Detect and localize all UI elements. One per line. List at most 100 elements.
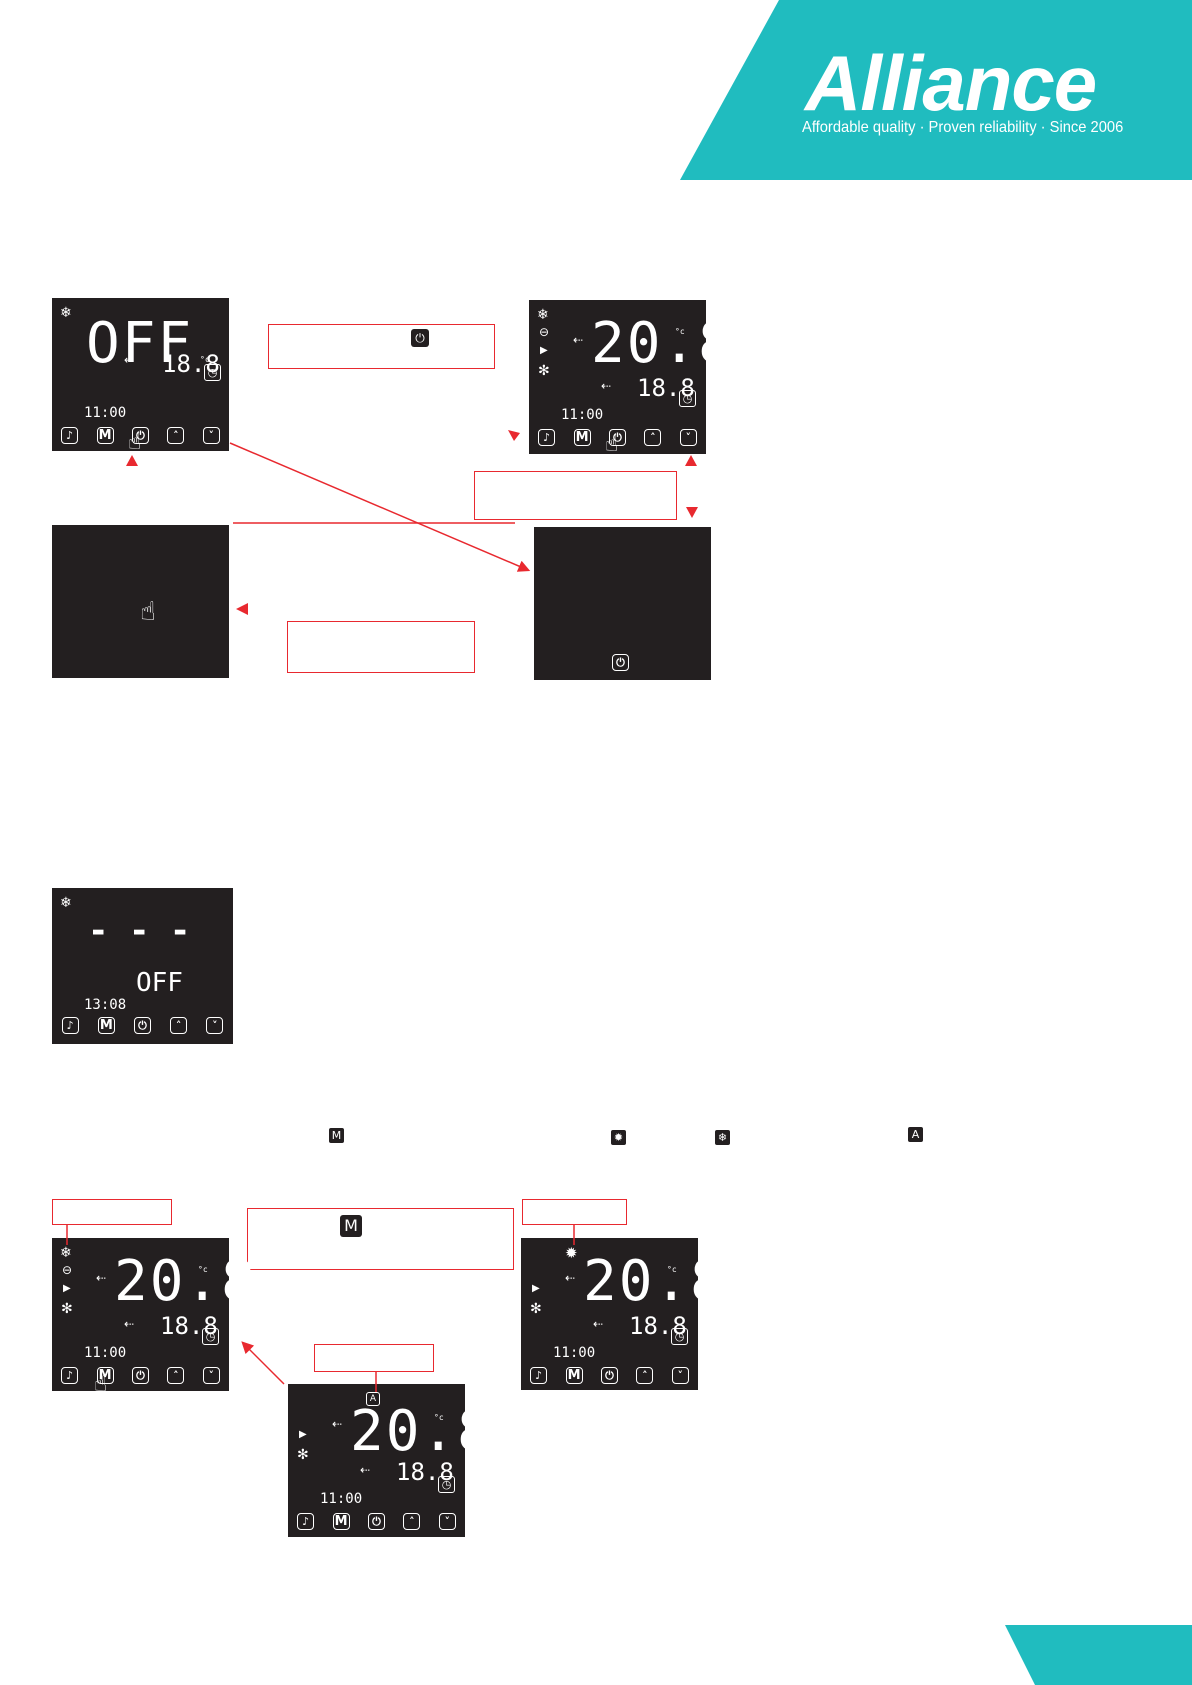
snowflake-inline-icon: ❄ bbox=[715, 1130, 730, 1145]
indoor-arrow-icon: ⇠ bbox=[124, 353, 135, 367]
thermostat-screen-off: ❄ OFF ⇠ 18.8 °c ◷ 11:00 ♪ M ⏻ ˄ ˅ ☝ bbox=[52, 298, 229, 454]
mode-button[interactable]: M bbox=[565, 1367, 583, 1384]
mute-button[interactable]: ♪ bbox=[530, 1367, 548, 1384]
timer-icon: ◷ bbox=[679, 390, 696, 407]
mode-button[interactable]: M bbox=[96, 427, 114, 444]
down-button[interactable]: ˅ bbox=[671, 1367, 689, 1384]
display-clock: 11:00 bbox=[320, 1491, 363, 1507]
arrow-auto-to-cool bbox=[241, 1341, 285, 1385]
display-clock: 11:00 bbox=[553, 1345, 596, 1361]
minus-circle-icon: ⊖ bbox=[62, 1263, 73, 1277]
power-button[interactable]: ⏻ bbox=[600, 1367, 618, 1384]
hand-pointer-icon: ☝ bbox=[605, 432, 619, 457]
timer-icon: ◷ bbox=[671, 1328, 688, 1345]
auto-inline-icon: A bbox=[908, 1127, 923, 1142]
mute-button[interactable]: ♪ bbox=[61, 427, 79, 444]
mute-button[interactable]: ♪ bbox=[61, 1367, 79, 1384]
power-button[interactable]: ⏻ bbox=[608, 429, 626, 446]
callout-cool-mode bbox=[52, 1199, 172, 1225]
pointer-on-left bbox=[508, 430, 520, 441]
display-main: - - - bbox=[88, 911, 191, 951]
down-button[interactable]: ˅ bbox=[202, 427, 220, 444]
display-unit: °c bbox=[198, 1265, 208, 1274]
thermostat-screen-auto: A ▶ ✻ ⇠ 20.8 °c ⇠ 18.8 ◷ 11:00 ♪ M ⏻ ˄ ˅ bbox=[288, 1384, 491, 1537]
pointer-standby-down bbox=[686, 507, 698, 518]
timer-icon: ◷ bbox=[202, 1328, 219, 1345]
timer-icon: ◷ bbox=[438, 1476, 455, 1493]
mode-key-icon: M bbox=[340, 1215, 362, 1237]
down-button[interactable]: ˅ bbox=[438, 1513, 456, 1530]
fan-icon: ✻ bbox=[61, 1301, 73, 1317]
pointer-blank-left bbox=[236, 603, 248, 615]
down-button[interactable]: ˅ bbox=[679, 429, 697, 446]
mode-button[interactable]: M bbox=[97, 1017, 115, 1034]
thermostat-screen-cool: ❄ ⊖ ▶ ✻ ⇠ 20.8 °c ⇠ 18.8 ◷ 11:00 ♪ M ⏻ ˄… bbox=[52, 1238, 255, 1396]
brand-tagline: Affordable quality · Proven reliability … bbox=[802, 119, 1124, 136]
snowflake-icon: ❄ bbox=[537, 307, 549, 323]
mode-key-inline-icon: M bbox=[329, 1128, 344, 1143]
snowflake-icon: ❄ bbox=[60, 1245, 72, 1261]
display-main: 20.8 bbox=[583, 1249, 726, 1314]
sun-inline-icon: ✹ bbox=[611, 1130, 626, 1145]
callout-mode-press: M bbox=[247, 1208, 514, 1270]
thermostat-screen-on: ❄ ⊖ ▶ ✻ ⇠ 20.8 °c ⇠ 18.8 ◷ 11:00 ♪ M ⏻ ˄… bbox=[529, 300, 732, 457]
up-button[interactable]: ˄ bbox=[636, 1367, 654, 1384]
power-button[interactable]: ⏻ bbox=[367, 1513, 385, 1530]
callout-auto-mode bbox=[314, 1344, 434, 1372]
display-sub: 18.8 bbox=[160, 1312, 218, 1340]
power-button[interactable]: ⏻ bbox=[133, 1017, 151, 1034]
minus-circle-icon: ⊖ bbox=[539, 325, 550, 339]
play-icon: ▶ bbox=[299, 1429, 307, 1440]
display-sub: 18.8 bbox=[629, 1312, 687, 1340]
power-button[interactable]: ⏻ bbox=[131, 1367, 149, 1384]
display-main: 20.8 bbox=[350, 1399, 493, 1464]
fan-icon: ✻ bbox=[538, 363, 550, 379]
fan-icon: ✻ bbox=[530, 1301, 542, 1317]
power-button[interactable]: ⏻ bbox=[131, 427, 149, 444]
mute-button[interactable]: ♪ bbox=[297, 1513, 315, 1530]
down-button[interactable]: ˅ bbox=[202, 1367, 220, 1384]
display-unit: °c bbox=[200, 355, 210, 364]
display-clock: 11:00 bbox=[561, 407, 604, 423]
power-button[interactable]: ⏻ bbox=[612, 654, 629, 671]
up-button[interactable]: ˄ bbox=[403, 1513, 421, 1530]
display-sub: 18.8 bbox=[396, 1458, 454, 1486]
display-clock: 13:08 bbox=[84, 997, 127, 1013]
thermostat-screen-blank: ☝ bbox=[52, 525, 229, 678]
fan-icon: ✻ bbox=[297, 1447, 309, 1463]
sun-icon: ✹ bbox=[565, 1244, 578, 1262]
play-icon: ▶ bbox=[63, 1283, 71, 1294]
down-button[interactable]: ˅ bbox=[206, 1017, 224, 1034]
outdoor-arrow-icon: ⇠ bbox=[360, 1463, 371, 1477]
mute-button[interactable]: ♪ bbox=[61, 1017, 79, 1034]
display-main: 20.8 bbox=[114, 1249, 257, 1314]
outdoor-arrow-icon: ⇠ bbox=[124, 1317, 135, 1331]
auto-icon: A bbox=[366, 1392, 380, 1406]
mode-button[interactable]: M bbox=[96, 1367, 114, 1384]
display-main: 20.8 bbox=[591, 311, 734, 376]
display-clock: 11:00 bbox=[84, 405, 127, 421]
thermostat-screen-fault: ❄ - - - OFF 13:08 ♪ M ⏻ ˄ ˅ bbox=[52, 888, 233, 1044]
indoor-arrow-icon: ⇠ bbox=[332, 1417, 343, 1431]
pointer-off-power bbox=[126, 455, 138, 466]
play-icon: ▶ bbox=[540, 345, 548, 356]
display-clock: 11:00 bbox=[84, 1345, 127, 1361]
display-sub: OFF bbox=[136, 968, 183, 998]
up-button[interactable]: ˄ bbox=[170, 1017, 188, 1034]
callout-long-press bbox=[474, 471, 677, 520]
display-unit: °c bbox=[675, 327, 685, 336]
display-main: OFF bbox=[86, 311, 194, 376]
display-unit: °c bbox=[667, 1265, 677, 1274]
power-key-icon: ⏻ bbox=[411, 329, 429, 347]
up-button[interactable]: ˄ bbox=[167, 1367, 185, 1384]
snowflake-icon: ❄ bbox=[60, 895, 72, 911]
hand-pointer-icon: ☝ bbox=[94, 1372, 108, 1397]
mode-button[interactable]: M bbox=[573, 429, 591, 446]
mode-button[interactable]: M bbox=[332, 1513, 350, 1530]
callout-touch-screen bbox=[287, 621, 475, 673]
mute-button[interactable]: ♪ bbox=[538, 429, 556, 446]
up-button[interactable]: ˄ bbox=[644, 429, 662, 446]
up-button[interactable]: ˄ bbox=[167, 427, 185, 444]
play-icon: ▶ bbox=[532, 1283, 540, 1294]
